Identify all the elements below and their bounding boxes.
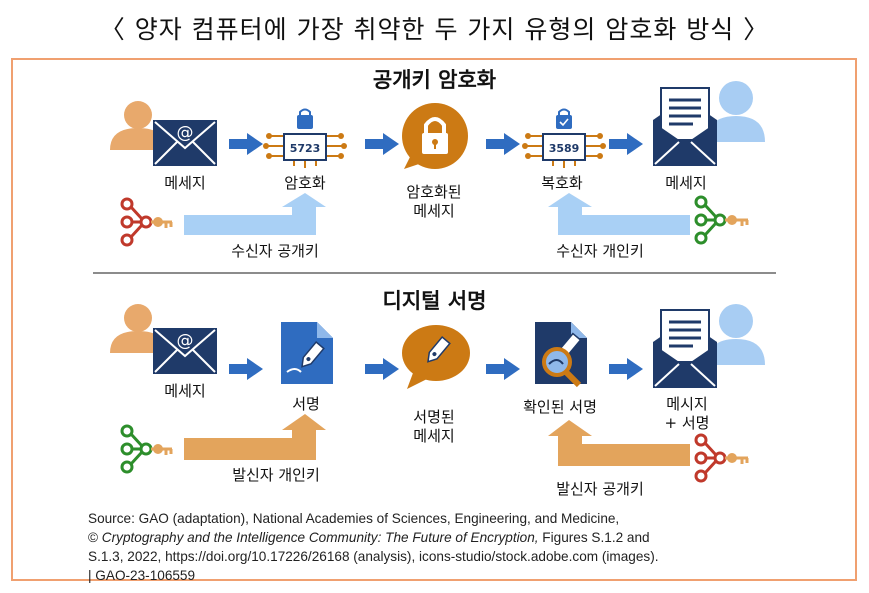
receiver-person-icon — [707, 81, 765, 142]
decrypt-chip-icon: 3589 — [522, 108, 606, 168]
step-message-signature-label: 메시지 + 서명 — [664, 395, 710, 432]
encrypt-chip-icon: 5723 — [263, 108, 347, 168]
step-encrypt-label: 암호화 — [284, 174, 326, 192]
flow-arrow-icon — [609, 133, 643, 155]
signed-bubble-icon — [402, 325, 470, 389]
key-flow-arrow-icon — [548, 420, 690, 466]
key-left-label: 수신자 공개키 — [231, 242, 319, 260]
key-network-red-icon — [120, 197, 173, 247]
source-citation: Source: GAO (adaptation), National Acade… — [88, 509, 659, 585]
section-divider — [93, 272, 776, 274]
svg-text:@: @ — [177, 123, 194, 143]
open-envelope-document-icon — [653, 87, 717, 166]
step-message-label: 메세지 — [164, 382, 206, 400]
figure-frame — [11, 58, 857, 581]
source-line-4: | GAO-23-106559 — [88, 568, 196, 583]
source-line-3: S.1.3, 2022, https://doi.org/10.17226/26… — [88, 549, 659, 564]
source-line-1: Source: GAO (adaptation), National Acade… — [88, 511, 620, 526]
open-envelope-document-icon — [653, 309, 717, 388]
flow-arrow-icon — [486, 133, 520, 155]
key-right-label: 수신자 개인키 — [556, 242, 644, 260]
key-network-green-icon — [120, 424, 173, 474]
sender-person-icon — [110, 101, 166, 150]
svg-text:@: @ — [177, 331, 194, 351]
step-message-label: 메세지 — [164, 174, 206, 192]
flow-arrow-icon — [365, 358, 399, 380]
step-decrypt-label: 복호화 — [541, 174, 583, 192]
lock-bubble-icon — [402, 103, 468, 169]
key-left-label: 발신자 개인키 — [232, 466, 320, 484]
page-title: 〈 양자 컴퓨터에 가장 취약한 두 가지 유형의 암호화 방식 〉 — [99, 15, 770, 44]
step-message-out-label: 메세지 — [665, 174, 707, 192]
flow-arrow-icon — [609, 358, 643, 380]
document-magnifier-icon — [535, 322, 587, 388]
key-network-red-icon — [694, 433, 749, 483]
section-title-public-key: 공개키 암호화 — [372, 68, 497, 92]
step-verified-label: 확인된 서명 — [523, 398, 597, 416]
key-right-label: 발신자 공개키 — [556, 480, 644, 498]
step-sign-label: 서명 — [292, 395, 320, 413]
document-pen-icon — [281, 322, 333, 384]
flow-arrow-icon — [229, 133, 263, 155]
flow-arrow-icon — [365, 133, 399, 155]
envelope-at-icon: @ — [153, 120, 217, 166]
source-line-2: © Cryptography and the Intelligence Comm… — [88, 530, 650, 545]
step-signed-message-label: 서명된 메세지 — [413, 408, 455, 445]
section-title-signature: 디지털 서명 — [382, 289, 487, 313]
envelope-at-icon: @ — [153, 328, 217, 374]
encrypt-code-text: 5723 — [290, 142, 321, 155]
receiver-person-icon — [707, 304, 765, 365]
key-network-green-icon — [694, 195, 749, 245]
key-flow-arrow-icon — [548, 193, 690, 235]
key-flow-arrow-icon — [184, 414, 326, 460]
step-encrypted-message-label: 암호화된 메세지 — [406, 183, 462, 220]
decrypt-code-text: 3589 — [549, 142, 580, 155]
flow-arrow-icon — [229, 358, 263, 380]
key-flow-arrow-icon — [184, 193, 326, 235]
sender-person-icon — [110, 304, 166, 353]
flow-arrow-icon — [486, 358, 520, 380]
